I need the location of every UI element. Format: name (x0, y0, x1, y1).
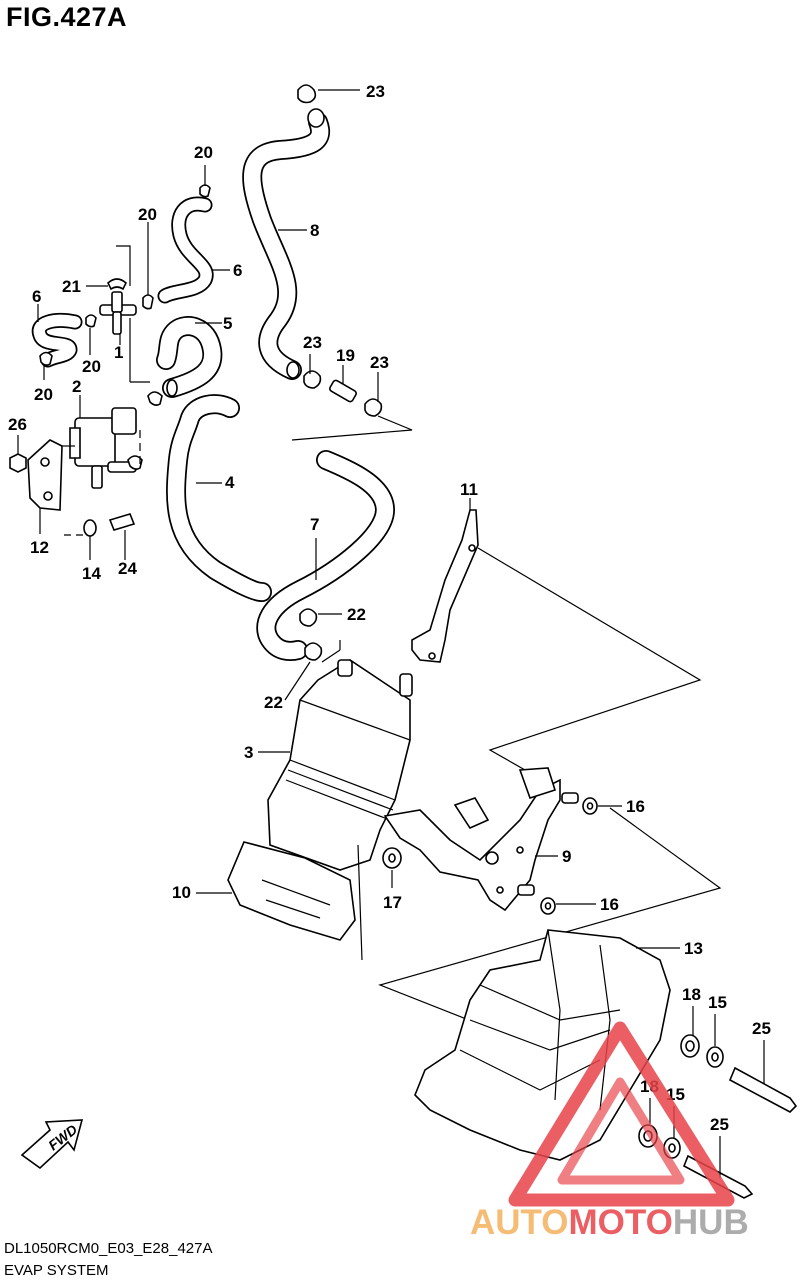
canister-3 (258, 640, 413, 871)
bracket-11 (411, 498, 702, 791)
callout-20-mid: 20 (82, 357, 101, 376)
callout-23-top: 23 (366, 82, 385, 101)
callout-11: 11 (460, 480, 478, 499)
fasteners-upper (680, 1006, 798, 1113)
callout-7: 7 (310, 515, 319, 534)
callout-6-left: 6 (32, 287, 41, 306)
callout-10: 10 (172, 883, 191, 902)
hose-6-upper (157, 196, 214, 304)
callout-3: 3 (244, 743, 253, 762)
bracket-12 (9, 435, 63, 534)
callout-22-lower: 22 (264, 693, 283, 712)
clamp-20-left (39, 351, 53, 366)
clamps-22 (284, 608, 342, 701)
callout-8: 8 (310, 221, 319, 240)
callout-21: 21 (62, 277, 81, 296)
callout-13: 13 (684, 939, 703, 958)
clamp-23-top (297, 84, 360, 104)
cover-13 (414, 929, 680, 1161)
callout-1: 1 (114, 343, 123, 362)
callout-24: 24 (118, 559, 137, 578)
t-joint-1 (85, 245, 137, 355)
figure-code: DL1050RCM0_E03_E28_427A (4, 1240, 213, 1257)
figure-title: FIG.427A (6, 2, 128, 32)
watermark-auto: AUTO (470, 1203, 569, 1242)
callout-6-right: 6 (233, 261, 242, 280)
hose-5 (156, 316, 223, 398)
callout-19: 19 (336, 346, 355, 365)
grommet-17 (382, 847, 402, 888)
purge-valve-2 (60, 395, 143, 489)
system-name: EVAP SYSTEM (4, 1262, 109, 1279)
callout-9: 9 (562, 847, 571, 866)
callout-16-lower: 16 (600, 895, 619, 914)
watermark-hub: HUB (673, 1203, 749, 1242)
watermark-moto: MOTO (569, 1203, 673, 1242)
joint-19 (303, 354, 383, 417)
callout-23-mid-b: 23 (370, 353, 389, 372)
clamp-20-mid (142, 294, 154, 310)
callout-labels: 23 20 8 20 6 21 6 5 1 20 23 19 23 2 20 2… (8, 82, 771, 1134)
watermark-triangle (508, 1021, 735, 1207)
callout-20-upper: 20 (138, 205, 157, 224)
fwd-direction-arrow: FWD (20, 1119, 84, 1170)
callout-23-mid-a: 23 (303, 333, 322, 352)
hose-6-left (31, 313, 83, 368)
callout-20-top: 20 (194, 143, 213, 162)
callout-20-left: 20 (34, 385, 53, 404)
washer-14-bolt-24 (64, 513, 136, 560)
callout-26: 26 (8, 415, 27, 434)
hose-4 (166, 394, 272, 602)
hose-8 (242, 108, 331, 380)
callout-25-upper: 25 (752, 1019, 771, 1038)
callout-22-upper: 22 (347, 605, 366, 624)
callout-18-upper: 18 (682, 985, 701, 1004)
callout-2: 2 (72, 377, 81, 396)
cover-10 (196, 841, 356, 941)
callout-12: 12 (30, 538, 49, 557)
clamp-near-valve (147, 391, 163, 406)
callout-5: 5 (223, 314, 232, 333)
hose-7 (256, 450, 395, 661)
callout-16-upper: 16 (626, 797, 645, 816)
callout-15-upper: 15 (708, 993, 727, 1012)
callout-14: 14 (82, 564, 101, 583)
washers-16 (540, 797, 622, 915)
automotohub-watermark: AUTOMOTOHUB (470, 1021, 749, 1242)
clamp-20-top (199, 165, 211, 198)
watermark-text: AUTOMOTOHUB (470, 1203, 749, 1242)
callout-17: 17 (383, 893, 402, 912)
callout-4: 4 (225, 473, 235, 492)
callout-25-lower: 25 (710, 1115, 729, 1134)
